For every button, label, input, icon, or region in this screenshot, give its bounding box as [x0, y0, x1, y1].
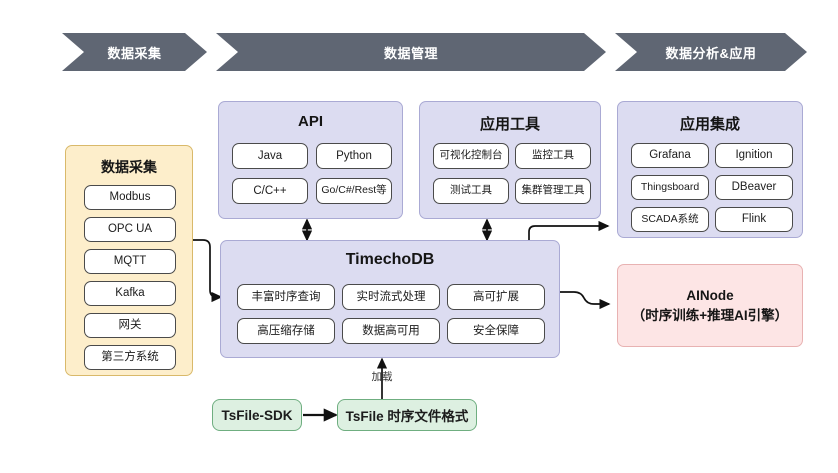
database-feature-scalability-label: 高可扩展 [473, 290, 519, 303]
collection-item-third-party[interactable]: 第三方系统 [84, 345, 176, 370]
integration-item-flink[interactable]: Flink [715, 207, 793, 232]
database-panel-title: TimechoDB [345, 251, 435, 268]
tools-item-testing-label: 测试工具 [450, 184, 492, 197]
tools-item-monitoring[interactable]: 监控工具 [515, 143, 591, 169]
database-feature-security[interactable]: 安全保障 [447, 318, 545, 344]
collection-item-modbus-label: Modbus [109, 191, 151, 204]
tools-item-cluster-management-label: 集群管理工具 [521, 184, 585, 197]
tools-panel-title: 应用工具 [479, 116, 540, 133]
api-panel-title: API [297, 113, 323, 130]
api-item-go-csharp-rest-label: Go/C#/Rest等 [321, 184, 387, 197]
tsfile-format-label: TsFile 时序文件格式 [345, 409, 469, 424]
api-item-java[interactable]: Java [232, 143, 308, 169]
database-feature-stream[interactable]: 实时流式处理 [342, 284, 440, 310]
integration-item-grafana-label: Grafana [649, 149, 691, 162]
collection-item-opcua[interactable]: OPC UA [84, 217, 176, 242]
collection-item-kafka[interactable]: Kafka [84, 281, 176, 306]
database-feature-query-label: 丰富时序查询 [251, 290, 321, 303]
integration-item-thingsboard[interactable]: Thingsboard [631, 175, 709, 200]
tools-item-console-label: 可视化控制台 [439, 149, 503, 162]
integration-panel: 应用集成 Grafana Ignition Thingsboard DBeave… [617, 101, 803, 238]
database-feature-stream-label: 实时流式处理 [356, 290, 426, 303]
ainode-title: AINode [686, 288, 734, 303]
database-panel: TimechoDB 丰富时序查询 实时流式处理 高可扩展 高压缩存储 数据高可用… [220, 240, 560, 358]
database-feature-query[interactable]: 丰富时序查询 [237, 284, 335, 310]
tools-item-testing[interactable]: 测试工具 [433, 178, 509, 204]
database-feature-compression-label: 高压缩存储 [257, 324, 315, 337]
collection-item-kafka-label: Kafka [115, 287, 145, 300]
collection-item-mqtt[interactable]: MQTT [84, 249, 176, 274]
collection-item-modbus[interactable]: Modbus [84, 185, 176, 210]
collection-item-opcua-label: OPC UA [107, 223, 153, 236]
collection-item-mqtt-label: MQTT [113, 255, 147, 268]
stage-chevron-management[interactable]: 数据管理 [216, 33, 606, 71]
integration-item-ignition-label: Ignition [735, 149, 773, 162]
integration-item-dbeaver-label: DBeaver [731, 181, 777, 194]
collection-item-third-party-label: 第三方系统 [101, 351, 159, 364]
tsfile-format-box[interactable]: TsFile 时序文件格式 [337, 399, 477, 431]
database-feature-availability[interactable]: 数据高可用 [342, 318, 440, 344]
api-panel: API Java Python C/C++ Go/C#/Rest等 [218, 101, 403, 219]
integration-item-ignition[interactable]: Ignition [715, 143, 793, 168]
tools-item-monitoring-label: 监控工具 [532, 149, 574, 162]
api-item-cpp[interactable]: C/C++ [232, 178, 308, 204]
api-item-java-label: Java [257, 149, 283, 162]
collection-panel: 数据采集 Modbus OPC UA MQTT Kafka 网关 第三方系统 [65, 145, 193, 376]
database-feature-scalability[interactable]: 高可扩展 [447, 284, 545, 310]
database-feature-compression[interactable]: 高压缩存储 [237, 318, 335, 344]
collection-item-gateway-label: 网关 [118, 319, 142, 332]
collection-item-gateway[interactable]: 网关 [84, 313, 176, 338]
integration-panel-title: 应用集成 [679, 116, 740, 133]
api-item-python-label: Python [336, 149, 372, 162]
integration-item-grafana[interactable]: Grafana [631, 143, 709, 168]
arrow-db-to-ainode [559, 291, 611, 310]
integration-item-scada[interactable]: SCADA系统 [631, 207, 709, 232]
database-feature-availability-label: 数据高可用 [362, 324, 420, 337]
stage-chevron-collection-label: 数据采集 [107, 45, 162, 61]
api-item-python[interactable]: Python [316, 143, 392, 169]
load-arrow-label: 加载 [371, 371, 393, 383]
tools-panel: 应用工具 可视化控制台 监控工具 测试工具 集群管理工具 [419, 101, 601, 219]
api-item-go-csharp-rest[interactable]: Go/C#/Rest等 [316, 178, 392, 204]
tsfile-sdk-label: TsFile-SDK [221, 407, 293, 423]
tools-item-cluster-management[interactable]: 集群管理工具 [515, 178, 591, 204]
integration-item-dbeaver[interactable]: DBeaver [715, 175, 793, 200]
tools-item-console[interactable]: 可视化控制台 [433, 143, 509, 169]
ainode-panel: AINode （时序训练+推理AI引擎） [617, 264, 803, 347]
ainode-subtitle: （时序训练+推理AI引擎） [631, 308, 789, 323]
integration-item-flink-label: Flink [741, 213, 767, 226]
api-item-cpp-label: C/C++ [253, 184, 287, 197]
database-feature-security-label: 安全保障 [473, 324, 519, 337]
collection-panel-title: 数据采集 [101, 159, 157, 175]
arrow-collection-to-db [193, 239, 223, 303]
tsfile-sdk-box[interactable]: TsFile-SDK [212, 399, 302, 431]
integration-item-scada-label: SCADA系统 [641, 212, 699, 225]
integration-item-thingsboard-label: Thingsboard [640, 180, 700, 193]
stage-chevron-management-label: 数据管理 [383, 45, 438, 61]
stage-chevron-analysis-label: 数据分析&应用 [665, 45, 757, 61]
stage-chevron-collection[interactable]: 数据采集 [62, 33, 207, 71]
stage-chevron-analysis[interactable]: 数据分析&应用 [615, 33, 807, 71]
